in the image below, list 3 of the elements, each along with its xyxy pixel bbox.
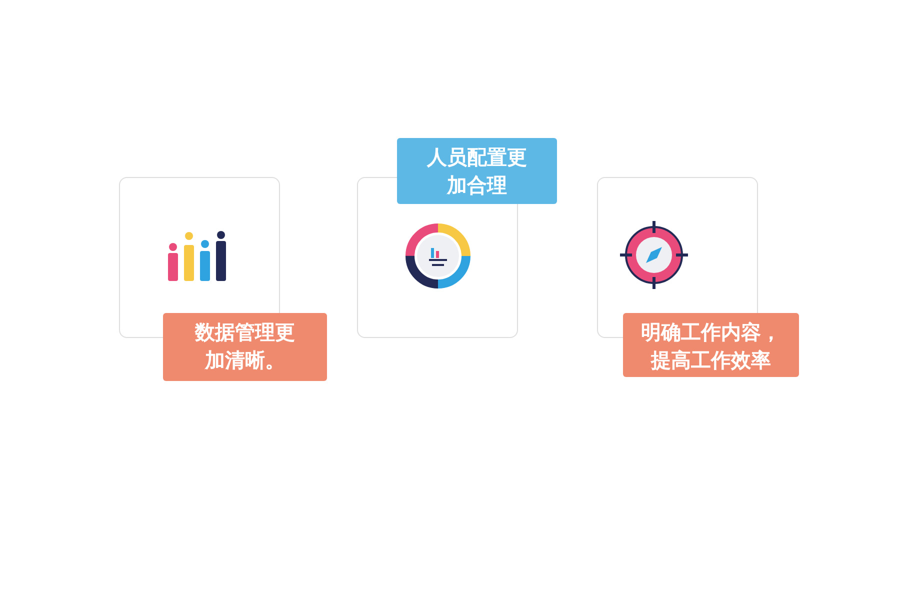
caption-tooltip: 数据管理更加清晰。	[163, 313, 327, 381]
caption-tooltip: 明确工作内容，提高工作效率	[623, 313, 799, 377]
caption-tooltip: 人员配置更加合理	[397, 138, 557, 204]
